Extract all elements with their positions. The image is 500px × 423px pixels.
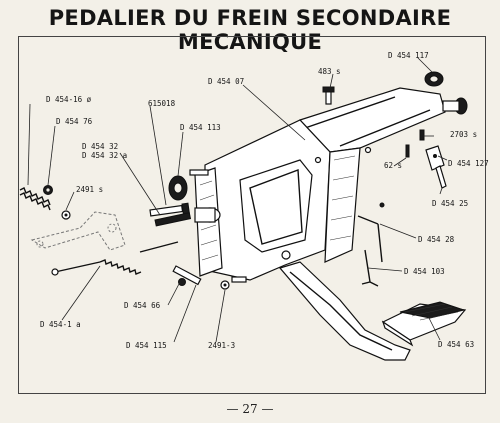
washer-2491-3 [220, 276, 247, 290]
bolt-62s [405, 144, 410, 158]
page-title: PEDALIER DU FREIN SECONDAIRE MECANIQUE [48, 6, 452, 54]
arm-end-cap [442, 97, 468, 115]
bolt-483s [322, 86, 335, 105]
label-d454-32a: D 454 32 a [82, 151, 127, 160]
label-d454-16: D 454-16 ø [46, 95, 92, 104]
part-labels: D 454-16 ø D 454 76 D 454 32 D 454 32 a … [40, 51, 489, 350]
rod-d454-1a [51, 241, 179, 276]
page-number: — 27 — [226, 402, 274, 416]
bolt-d454-66 [172, 265, 202, 286]
pedal-arm [278, 261, 411, 361]
lever-d454-1a [30, 211, 126, 251]
washer-d454-76 [43, 185, 53, 195]
nut-d454-113 [168, 175, 188, 201]
diagram-frame [18, 36, 486, 394]
link-d454-25 [435, 165, 447, 189]
spring-615018 [154, 212, 192, 227]
pedal-bracket [194, 87, 446, 281]
label-d454-28: D 454 28 [418, 235, 455, 244]
label-2491s: 2491 s [76, 185, 103, 194]
label-615018: 615018 [148, 99, 176, 108]
washer-2491s [61, 210, 71, 220]
spring-d454-16 [19, 187, 51, 211]
pedal-pad-d454-63 [381, 301, 467, 347]
bolt-2703s [419, 129, 425, 141]
leader-lines [27, 57, 448, 343]
label-d454-127: D 454 127 [448, 159, 489, 168]
label-d454-103: D 454 103 [404, 267, 445, 276]
rod-d454-103 [361, 249, 379, 287]
label-d454-07: D 454 07 [208, 77, 244, 86]
label-d454-115: D 454 115 [126, 341, 167, 350]
pivot-shaft [189, 169, 221, 223]
label-2491-3: 2491-3 [208, 341, 235, 350]
label-62s: 62 s [384, 161, 402, 170]
label-d454-63: D 454 63 [438, 340, 474, 349]
label-d454-76: D 454 76 [56, 117, 93, 126]
label-d454-117: D 454 117 [388, 51, 429, 60]
label-d454-66: D 454 66 [124, 301, 161, 310]
label-d454-113: D 454 113 [180, 123, 221, 132]
rod-d454-28 [357, 202, 385, 263]
clevis-d454-127 [425, 145, 445, 171]
label-2703s: 2703 s [450, 130, 477, 139]
label-d454-1a: D 454-1 a [40, 320, 81, 329]
grommet-part [424, 71, 444, 87]
label-483s: 483 s [318, 67, 341, 76]
label-d454-25: D 454 25 [432, 199, 468, 208]
label-d454-32: D 454 32 [82, 142, 118, 151]
